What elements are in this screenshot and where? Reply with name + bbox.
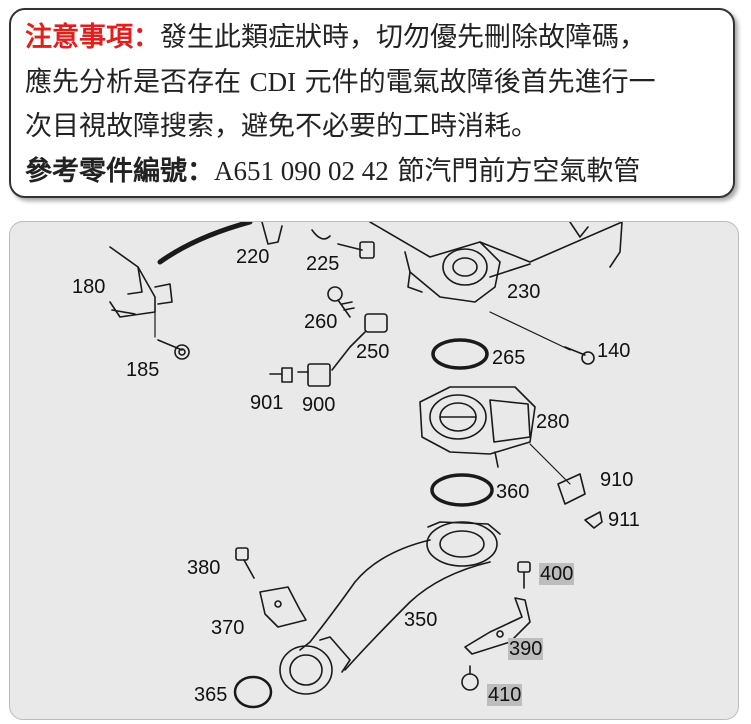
label-400: 400 [539,563,575,585]
caution-text-2c: 元件的電氣故障後首先進行一 [296,67,656,98]
bracket-180 [109,246,173,318]
oring-360 [430,473,494,507]
label-370: 370 [211,617,245,639]
label-901: 901 [250,392,284,414]
oring-265 [431,338,489,370]
label-390: 390 [508,638,544,660]
label-910: 910 [600,469,634,491]
note-line-1: 注意事項：發生此類症狀時，切勿優先刪除故障碼， [25,16,733,60]
part-description: 節汽門前方空氣軟管 [388,156,641,187]
label-260: 260 [304,311,338,333]
parts-drawing [109,222,623,709]
bolt-400 [517,561,531,589]
leader-280 [529,443,571,485]
label-140: 140 [597,340,631,362]
bolt-225 [337,241,375,259]
label-250: 250 [356,341,390,363]
caution-text-2a: 應先分析是否存在 [25,67,250,98]
label-225: 225 [306,253,340,275]
connector-911 [584,511,603,529]
leader-140 [489,311,571,351]
air-hose-350 [279,521,501,695]
label-185: 185 [126,359,160,381]
bolt-140 [564,346,595,365]
label-380: 380 [187,557,221,579]
bracket-370 [259,586,307,628]
bolt-380 [235,547,255,579]
note-line-3: 次目視故障搜索，避免不必要的工時消耗。 [25,105,733,149]
caution-label: 注意事項： [25,22,160,53]
clip-225 [311,229,331,240]
label-230: 230 [507,281,541,303]
hose-220-line [157,222,253,265]
caution-text-3: 次目視故障搜索，避免不必要的工時消耗。 [25,111,538,142]
label-350: 350 [404,609,438,631]
sensor-250 [331,313,388,371]
throttle-body-280 [419,386,536,468]
connector-910 [557,473,586,505]
bolt-185 [157,339,190,360]
label-365: 365 [194,684,228,706]
label-911: 911 [608,509,640,531]
label-280: 280 [536,411,570,433]
bracket-220-top [261,222,283,245]
label-900: 900 [302,394,336,416]
bracket-390 [464,597,531,655]
exploded-parts-diagram: 180 185 220 225 230 260 250 265 140 901 … [9,221,739,720]
note-line-2: 應先分析是否存在 CDI 元件的電氣故障後首先進行一 [25,60,733,105]
caution-text-2b: CDI [249,67,297,97]
label-180: 180 [72,276,106,298]
connector-900 [297,363,331,387]
bolt-260 [327,286,355,318]
note-line-4: 參考零件編號：A651 090 02 42 節汽門前方空氣軟管 [25,149,733,194]
bolt-410 [461,665,479,691]
connector-901 [269,367,293,383]
caution-note-box: 注意事項：發生此類症狀時，切勿優先刪除故障碼， 應先分析是否存在 CDI 元件的… [9,8,735,198]
label-410: 410 [487,684,523,706]
label-220: 220 [236,246,270,268]
intake-manifold-230 [369,222,623,303]
part-number-label: 參考零件編號： [25,156,214,187]
caution-text-1: 發生此類症狀時，切勿優先刪除故障碼， [160,22,646,53]
oring-365 [233,675,273,709]
label-360: 360 [496,481,530,503]
label-265: 265 [492,347,526,369]
part-number-value: A651 090 02 42 [214,156,389,186]
